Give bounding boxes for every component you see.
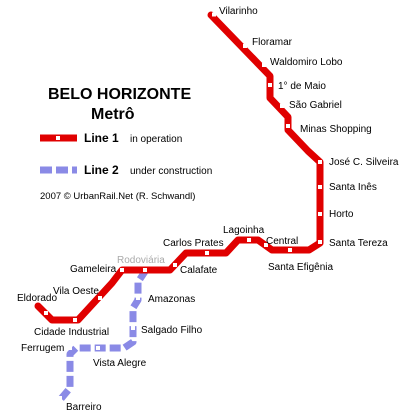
station-label-vista-alegre: Vista Alegre	[93, 358, 147, 369]
station-label-1-de-maio: 1° de Maio	[278, 81, 326, 92]
map-title: BELO HORIZONTE	[48, 86, 191, 103]
station-label-salgado-filho: Salgado Filho	[141, 325, 203, 336]
station-marker-santa-ines[interactable]	[318, 185, 322, 189]
station-marker-floramar[interactable]	[243, 44, 247, 48]
line-2-route	[57, 268, 149, 403]
station-marker-rodoviaria[interactable]	[143, 268, 147, 272]
station-label-floramar: Floramar	[252, 37, 293, 48]
station-marker-ferrugem[interactable]	[68, 346, 72, 350]
station-marker-waldomiro-lobo[interactable]	[262, 63, 266, 67]
station-marker-amazonas[interactable]	[136, 296, 140, 300]
station-label-santa-tereza: Santa Tereza	[329, 238, 388, 249]
legend-label-line-2: Line 2	[84, 163, 119, 177]
station-marker-jose-c-silveira[interactable]	[318, 160, 322, 164]
station-label-rodoviaria: Rodoviária	[117, 255, 165, 266]
station-marker-1-de-maio[interactable]	[268, 83, 272, 87]
station-label-waldomiro-lobo: Waldomiro Lobo	[270, 57, 343, 68]
station-label-eldorado: Eldorado	[17, 293, 57, 304]
station-label-jose-c-silveira: José C. Silveira	[329, 157, 399, 168]
station-label-minas-shopping: Minas Shopping	[300, 124, 372, 135]
station-marker-vista-alegre[interactable]	[96, 346, 100, 350]
map-subtitle: Metrô	[91, 106, 135, 123]
station-marker-gameleira[interactable]	[120, 268, 124, 272]
station-marker-minas-shopping[interactable]	[286, 124, 290, 128]
station-marker-lagoinha[interactable]	[247, 238, 251, 242]
legend-note-line-1: in operation	[130, 134, 182, 145]
station-label-santa-ines: Santa Inês	[329, 182, 377, 193]
station-marker-salgado-filho[interactable]	[131, 326, 135, 330]
station-marker-vila-oeste[interactable]	[98, 296, 102, 300]
station-label-cidade-industrial: Cidade Industrial	[34, 327, 109, 338]
line-2-stations	[58, 296, 140, 400]
line-1-stations	[44, 12, 322, 322]
station-marker-vilarinho[interactable]	[212, 12, 216, 17]
station-marker-calafate[interactable]	[173, 263, 177, 267]
station-marker-eldorado[interactable]	[44, 311, 48, 315]
station-label-gameleira: Gameleira	[70, 264, 117, 275]
station-marker-barreiro[interactable]	[58, 396, 62, 400]
station-labels: Vilarinho Floramar Waldomiro Lobo 1° de …	[17, 6, 399, 413]
legend-station-marker	[56, 136, 60, 140]
station-marker-sao-gabriel[interactable]	[280, 104, 284, 108]
station-label-calafate: Calafate	[180, 265, 218, 276]
legend-note-line-2: under construction	[130, 166, 212, 177]
station-marker-santa-tereza[interactable]	[318, 240, 322, 244]
legend-label-line-1: Line 1	[84, 131, 119, 145]
credit-text: 2007 © UrbanRail.Net (R. Schwandl)	[40, 191, 195, 202]
station-label-sao-gabriel: São Gabriel	[289, 100, 342, 111]
station-marker-santa-efigenia[interactable]	[288, 248, 292, 252]
station-marker-horto[interactable]	[318, 212, 322, 216]
station-label-ferrugem: Ferrugem	[21, 343, 64, 354]
station-label-vilarinho: Vilarinho	[219, 6, 258, 17]
station-marker-carlos-prates[interactable]	[205, 251, 209, 255]
station-label-santa-efigenia: Santa Efigênia	[268, 262, 333, 273]
station-label-central: Central	[266, 236, 298, 247]
station-label-barreiro: Barreiro	[66, 402, 102, 413]
station-label-lagoinha: Lagoinha	[223, 225, 265, 236]
station-label-carlos-prates: Carlos Prates	[163, 238, 224, 249]
station-marker-cidade-industrial[interactable]	[73, 318, 77, 322]
station-label-amazonas: Amazonas	[148, 294, 195, 305]
station-label-horto: Horto	[329, 209, 354, 220]
station-marker-central[interactable]	[264, 243, 268, 247]
legend: Line 1 in operation Line 2 under constru…	[40, 131, 212, 177]
station-label-vila-oeste: Vila Oeste	[53, 286, 99, 297]
